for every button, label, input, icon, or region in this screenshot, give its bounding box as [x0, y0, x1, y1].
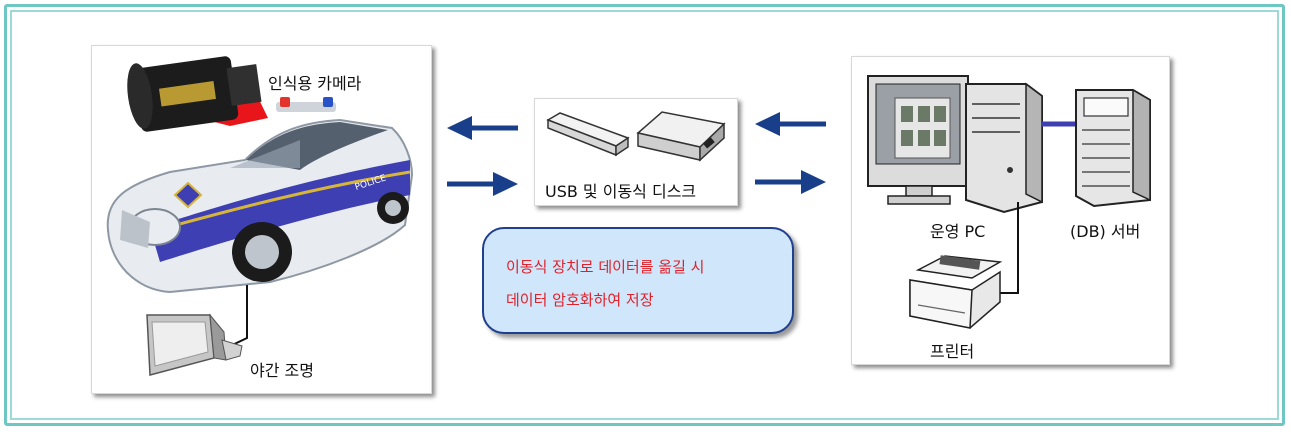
- arrow-to-storage-icon: [447, 172, 518, 196]
- usb-stick-icon: [546, 112, 630, 157]
- outer-frame: [4, 4, 1285, 426]
- callout-line-1: 이동식 장치로 데이터를 옮길 시: [506, 258, 705, 276]
- arrow-to-pc-icon: [755, 170, 826, 194]
- police-car-icon: POLICE: [106, 97, 414, 294]
- encryption-callout: 이동식 장치로 데이터를 옮길 시 데이터 암호화하여 저장: [482, 227, 794, 334]
- arrow-to-storage-from-pc-icon: [755, 112, 826, 136]
- storage-label: USB 및 이동식 디스크: [545, 182, 697, 201]
- monitor-icon: [867, 75, 969, 205]
- pc-printer-link: [1000, 202, 1019, 294]
- db-server-icon: [1075, 88, 1151, 208]
- callout-line-2: 데이터 암호화하여 저장: [506, 291, 654, 309]
- pc-label: 운영 PC: [930, 222, 986, 241]
- night-light-icon: [146, 313, 243, 376]
- printer-label: 프린터: [930, 342, 975, 361]
- removable-disk-icon: [636, 111, 726, 162]
- camera-label: 인식용 카메라: [268, 74, 362, 93]
- camera-icon: [127, 56, 268, 132]
- night-light-label: 야간 조명: [250, 361, 314, 380]
- pc-tower-icon: [965, 82, 1043, 214]
- server-label: (DB) 서버: [1070, 222, 1141, 241]
- printer-icon: [909, 255, 1003, 329]
- arrow-to-car-icon: [447, 116, 518, 140]
